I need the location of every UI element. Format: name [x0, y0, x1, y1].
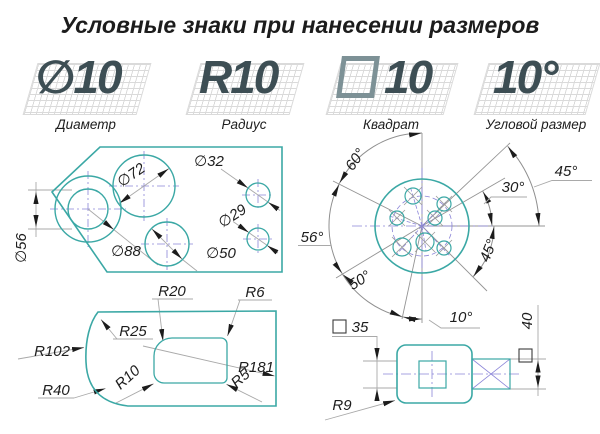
flange-arc-arrows [331, 132, 541, 323]
dim-label-s40: 40 [519, 312, 536, 329]
plate-drawing: ∅56 ∅72 ∅32 ∅29 ∅88 ∅50 [13, 146, 283, 273]
dim-label-d29: ∅29 [215, 201, 250, 232]
radius-label-r102: R102 [34, 343, 71, 360]
contour-leaders [17, 298, 275, 404]
shaft-centerlines [383, 351, 521, 397]
angle-symbol: 10° [493, 51, 559, 103]
flange-hole-crosses [388, 186, 453, 258]
radius-label-r20: R20 [158, 283, 186, 300]
square-symbol: 10 [336, 51, 433, 103]
contour-outline [85, 310, 277, 407]
angle-label-30: 30° [502, 179, 525, 196]
square-symbol-icon-40 [518, 348, 533, 363]
angle-label-60: 60° [342, 146, 369, 174]
plate-outline [50, 146, 283, 273]
radius-label-r9: R9 [332, 397, 352, 414]
contour-drawing: R20 R6 R25 R102 R181 R40 R10 R5 [17, 283, 277, 407]
square-value: 10 [384, 51, 433, 103]
plate-dimension-lines [28, 167, 281, 272]
radius-label-r10: R10 [112, 362, 144, 393]
dim-label-d56: ∅56 [13, 232, 30, 262]
angle-label-10: 10° [450, 309, 473, 326]
radius-label-r25: R25 [119, 323, 147, 340]
angle-label-50: 50° [346, 267, 374, 293]
radius-symbol: R10 [199, 51, 279, 103]
radius-label-r181: R181 [238, 359, 274, 376]
flange-outline [374, 178, 470, 274]
radius-label-r6: R6 [245, 284, 265, 301]
page-title: Условные знаки при нанесении размеров [60, 12, 540, 38]
shaft-dimension-lines [324, 305, 546, 421]
tile-label-square: Квадрат [363, 117, 419, 132]
technical-drawings: ∅56 ∅72 ∅32 ∅29 ∅88 ∅50 [13, 132, 592, 421]
square-symbol-icon-35 [332, 319, 347, 334]
tile-label-angle: Угловой размер [485, 117, 587, 132]
shaft-outline [396, 344, 511, 404]
radius-label-r40: R40 [42, 382, 70, 399]
tile-label-radius: Радиус [221, 117, 267, 132]
flange-drawing: 60° 45° 30° 45° 56° 50° 10° [298, 132, 592, 329]
dim-label-d50: ∅50 [206, 245, 236, 262]
angle-label-45-side: 45° [476, 237, 500, 264]
dim-label-d88: ∅88 [111, 243, 141, 260]
tile-label-diameter: Диаметр [56, 117, 116, 132]
dim-label-d32: ∅32 [194, 153, 224, 170]
flange-label-leaders [298, 180, 592, 329]
flange-radial-lines [332, 133, 545, 323]
angle-label-45-top: 45° [555, 163, 578, 180]
dim-label-s35: 35 [352, 319, 369, 336]
diameter-symbol: ∅10 [36, 51, 123, 103]
angle-label-56: 56° [301, 229, 324, 246]
square-outline-icon [336, 56, 380, 98]
shaft-drawing: 35 40 R9 [324, 305, 546, 421]
